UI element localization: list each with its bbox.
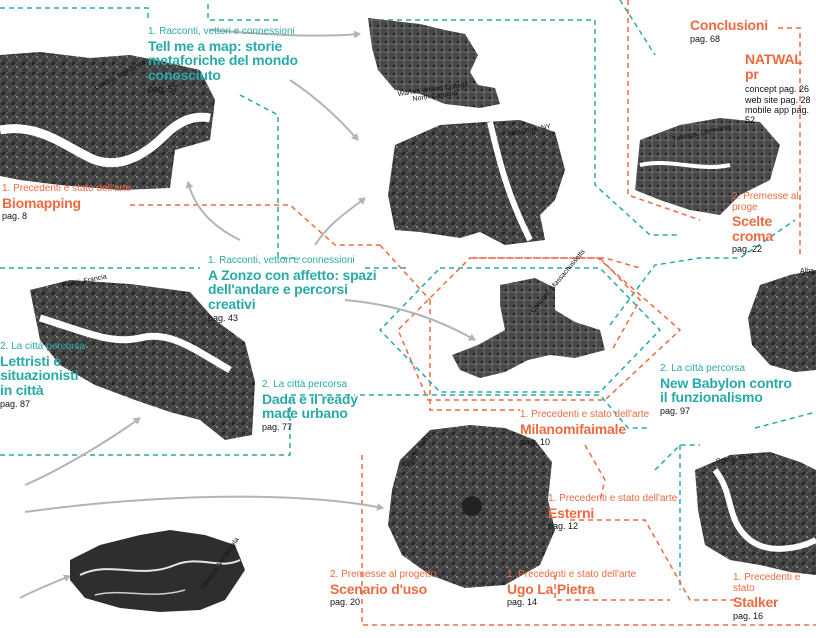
node-page: pag. 77 (262, 421, 293, 432)
natwal-mobile-app-link[interactable]: mobile app pag. 52 (745, 105, 810, 126)
node-biomapping[interactable]: 1. Precedenti e stato dell'arte Biomappi… (2, 183, 132, 222)
map-warren-wilson (368, 18, 500, 108)
map-new-york (388, 120, 565, 245)
node-title-line-3: creativi (208, 295, 256, 312)
map-albi (748, 270, 816, 372)
node-dada[interactable]: 2. La città percorsa Dada e il ready mad… (262, 379, 358, 432)
node-section: 2. Premesse al progetto (330, 569, 437, 580)
node-title: Stalker (733, 594, 779, 610)
node-a-zonzo[interactable]: 1. Racconti, vettori e connessioni A Zon… (208, 255, 377, 323)
node-title: Scelte croma (732, 213, 774, 244)
node-title-line-1: Tell me a map: storie (148, 37, 283, 54)
natwal-concept-link[interactable]: concept pag. 26 (745, 84, 810, 95)
node-page: pag. 14 (507, 597, 538, 608)
map-tubinga (635, 118, 780, 215)
node-title-line-2: dell'andare e percorsi (208, 281, 348, 298)
node-title: NATWAL pr (745, 51, 803, 82)
teal-dashed-links (0, 0, 816, 590)
natwal-website-link[interactable]: web site pag. 28 (745, 94, 811, 105)
node-esterni[interactable]: 1. Precedenti e stato dell'arte Esterni … (548, 493, 678, 532)
node-section: 1. Precedenti e stato dell'arte (2, 183, 132, 194)
node-page: pag. 57 (148, 83, 179, 94)
node-page: pag. 68 (690, 33, 721, 44)
node-ugo-la-pietra[interactable]: 1. Precedenti e stato dell'arte Ugo La P… (507, 569, 637, 608)
node-page: pag. 12 (548, 521, 579, 532)
node-section: 1. Precedenti e stato dell'arte (507, 569, 637, 580)
label-albi: Alba (800, 268, 815, 275)
node-tell-me-a-map[interactable]: 1. Racconti, vettori e connessioni Tell … (148, 26, 298, 94)
node-title-line-1: A Zonzo con affetto: spazi (208, 266, 377, 283)
node-page: pag. 16 (733, 610, 764, 621)
orange-hexagon-frame (397, 257, 682, 401)
node-title-line-2: situazionisti (0, 367, 79, 384)
node-conclusioni[interactable]: Conclusioni pag. 68 (690, 18, 768, 44)
map-milano (388, 425, 555, 588)
node-page: pag. 20 (330, 597, 361, 608)
map-concord (452, 278, 605, 378)
node-title-line-1: New Babylon contro (660, 374, 792, 391)
node-milanomifaimale[interactable]: 1. Precedenti e stato dell'arte Milanomi… (520, 409, 650, 448)
grey-arrows (19, 29, 476, 599)
node-section: 2. La città percorsa (660, 363, 746, 374)
node-title-line-2: il funzionalismo (660, 389, 763, 406)
node-page: pag. 10 (520, 437, 551, 448)
node-stalker[interactable]: 1. Precedenti e stato Stalker pag. 16 (733, 572, 816, 621)
node-title: Ugo La Pietra (507, 580, 595, 597)
node-section: 1. Precedenti e stato dell'arte (520, 409, 650, 420)
node-title: Conclusioni (690, 17, 768, 33)
node-section: 1. Precedenti e stato (733, 572, 801, 594)
node-title-line-2: made urbano (262, 405, 348, 422)
node-section: 2. La città percorsa (262, 379, 348, 390)
map-orinoco (70, 530, 245, 612)
node-new-babylon[interactable]: 2. La città percorsa New Babylon contro … (660, 363, 792, 416)
node-lettristi[interactable]: 2. La città percorsa Lettristi e situazi… (0, 341, 86, 409)
node-page: pag. 43 (208, 312, 239, 323)
teal-hexagon-frame (378, 267, 662, 393)
node-section: 1. Precedenti e stato dell'arte (548, 493, 678, 504)
node-page: pag. 97 (660, 405, 691, 416)
node-scelte-cromatiche[interactable]: 2. Premesse al proge Scelte croma pag. 2… (732, 191, 816, 255)
node-title-line-2: metaforiche del mondo (148, 52, 298, 69)
node-title: Milanomifaimale (520, 420, 626, 437)
node-title: Biomapping (2, 194, 81, 211)
node-title-line-1: Dada e il ready (262, 390, 358, 407)
node-section: 2. La città percorsa (0, 341, 86, 352)
node-section: 1. Racconti, vettori e connessioni (208, 255, 355, 266)
node-natwal[interactable]: NATWAL pr concept pag. 26 web site pag. … (745, 52, 816, 126)
node-page: pag. 87 (0, 398, 31, 409)
node-page: pag. 22 (732, 244, 763, 255)
node-title-line-1: Lettristi e (0, 352, 61, 369)
node-title-line-3: in città (0, 381, 44, 398)
node-scenario-uso[interactable]: 2. Premesse al progetto Scenario d'uso p… (330, 569, 437, 608)
node-section: 1. Racconti, vettori e connessioni (148, 26, 295, 37)
node-title: Esterni (548, 504, 595, 521)
node-title: Scenario d'uso (330, 580, 427, 597)
node-page: pag. 8 (2, 211, 28, 222)
node-title-line-3: conosciuto (148, 66, 221, 83)
map-london (0, 52, 215, 190)
map-roma (695, 452, 816, 575)
node-section: 2. Premesse al proge (732, 191, 799, 213)
map-paris (30, 280, 255, 440)
